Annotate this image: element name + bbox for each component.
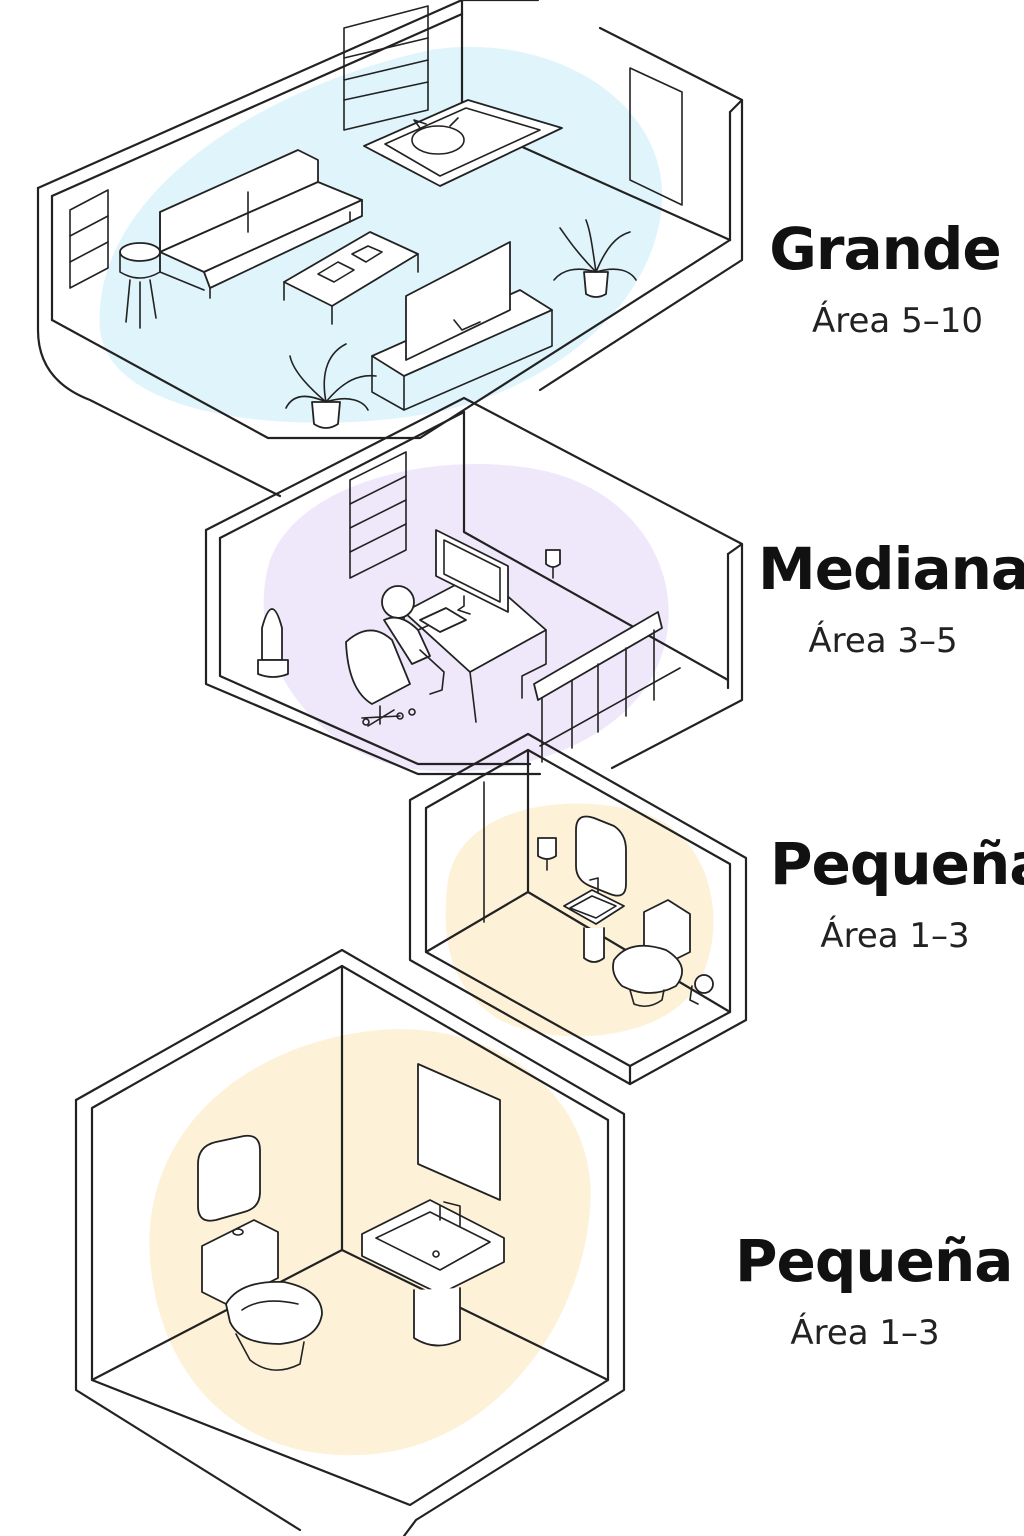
room-large-living-room xyxy=(36,0,744,498)
room-label-medium: Mediana Área 3–5 xyxy=(758,535,1024,661)
room-label-small-1: Pequeña Área 1–3 xyxy=(770,830,1024,956)
wall-lamp-icon xyxy=(545,549,561,579)
room-label-large: Grande Área 5–10 xyxy=(760,220,1010,338)
room-title: Grande xyxy=(769,215,1002,283)
window-icon xyxy=(343,5,429,131)
room-area: Área 3–5 xyxy=(808,621,958,661)
side-window-icon xyxy=(69,189,109,289)
coffee-table-icon xyxy=(283,231,419,325)
toilet-icon xyxy=(612,899,691,1008)
tv-icon xyxy=(371,241,553,411)
room-area: Área 1–3 xyxy=(820,916,970,956)
person-at-desk-icon xyxy=(345,585,467,727)
mirror-icon xyxy=(417,1063,501,1201)
room-medium-office xyxy=(204,396,744,776)
room-small-bathroom-1 xyxy=(408,732,748,1086)
room-title: Pequeña xyxy=(735,1227,1013,1295)
window-icon xyxy=(349,451,407,579)
sink-icon xyxy=(563,877,625,963)
vase-icon xyxy=(257,608,289,678)
sofa-icon xyxy=(159,149,363,299)
room-small-bathroom-2 xyxy=(74,948,626,1536)
room-label-small-2: Pequeña Área 1–3 xyxy=(735,1227,1013,1353)
room-title: Pequeña xyxy=(770,830,1024,898)
plant-icon xyxy=(285,343,377,429)
toilet-icon xyxy=(201,1219,323,1371)
mirror-icon xyxy=(197,1134,261,1222)
room-title: Mediana xyxy=(758,535,1024,603)
room-area: Área 1–3 xyxy=(790,1313,940,1353)
sink-icon xyxy=(361,1199,505,1347)
stool-icon xyxy=(119,242,161,329)
stair-railing-icon xyxy=(533,611,681,763)
monitor-icon xyxy=(435,529,509,615)
door-icon xyxy=(629,67,683,206)
mirror-icon xyxy=(575,815,627,897)
rug-cat-icon xyxy=(363,99,563,187)
toilet-paper-icon xyxy=(689,974,714,1005)
room-area: Área 5–10 xyxy=(812,301,983,341)
plant-icon xyxy=(553,219,637,298)
wall-lamp-icon xyxy=(537,837,557,871)
